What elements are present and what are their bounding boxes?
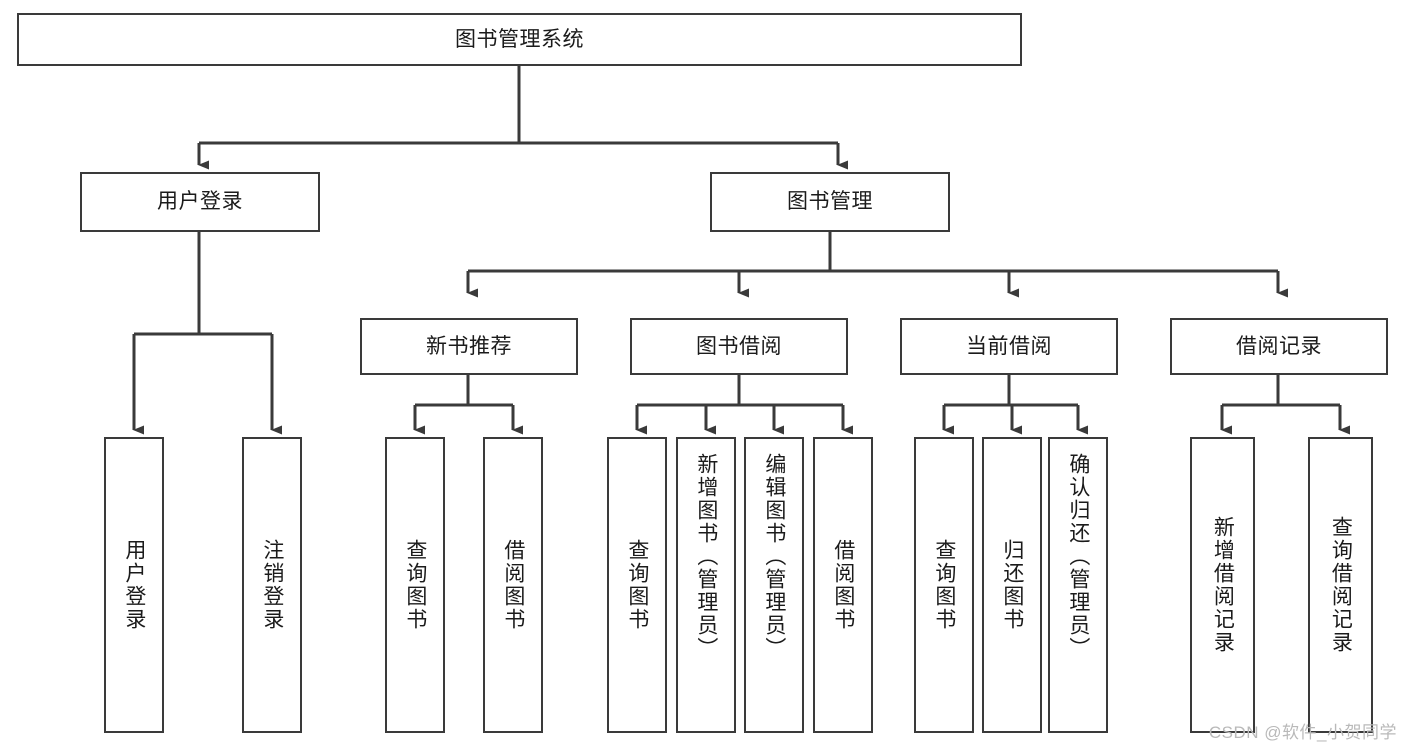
node-label: 查询图书 [403, 539, 427, 631]
node-leaf-edit-book-admin[interactable]: 编辑图书（管理员） [744, 437, 804, 733]
node-leaf-search-borrow-record[interactable]: 查询借阅记录 [1308, 437, 1373, 733]
node-current-borrow[interactable]: 当前借阅 [900, 318, 1118, 375]
node-book-borrow[interactable]: 图书借阅 [630, 318, 848, 375]
node-label: 注销登录 [260, 539, 284, 631]
node-label: 用户登录 [122, 539, 146, 631]
node-label: 借阅图书 [831, 539, 855, 631]
node-new-book-recommend[interactable]: 新书推荐 [360, 318, 578, 375]
node-label: 新书推荐 [426, 334, 512, 358]
node-label: 图书管理系统 [455, 27, 584, 51]
node-leaf-user-login[interactable]: 用户登录 [104, 437, 164, 733]
node-label: 新增借阅记录 [1211, 516, 1235, 654]
node-label: 新增图书（管理员） [694, 453, 718, 660]
node-leaf-search-book-recommend[interactable]: 查询图书 [385, 437, 445, 733]
node-label: 图书管理 [787, 190, 873, 214]
node-label: 用户登录 [157, 190, 243, 214]
node-leaf-add-borrow-record[interactable]: 新增借阅记录 [1190, 437, 1255, 733]
node-label: 借阅记录 [1236, 334, 1322, 358]
node-leaf-logout[interactable]: 注销登录 [242, 437, 302, 733]
node-root-system[interactable]: 图书管理系统 [17, 13, 1022, 66]
node-leaf-borrow-book-recommend[interactable]: 借阅图书 [483, 437, 543, 733]
node-label: 图书借阅 [696, 334, 782, 358]
node-label: 当前借阅 [966, 334, 1052, 358]
node-user-login[interactable]: 用户登录 [80, 172, 320, 232]
node-leaf-confirm-return-admin[interactable]: 确认归还（管理员） [1048, 437, 1108, 733]
node-label: 编辑图书（管理员） [762, 453, 786, 660]
node-label: 查询图书 [625, 539, 649, 631]
node-label: 查询借阅记录 [1329, 516, 1353, 654]
node-borrow-records[interactable]: 借阅记录 [1170, 318, 1388, 375]
node-leaf-search-book-current[interactable]: 查询图书 [914, 437, 974, 733]
node-label: 归还图书 [1000, 539, 1024, 631]
node-leaf-add-book-admin[interactable]: 新增图书（管理员） [676, 437, 736, 733]
node-label: 借阅图书 [501, 539, 525, 631]
node-label: 查询图书 [932, 539, 956, 631]
node-leaf-return-book[interactable]: 归还图书 [982, 437, 1042, 733]
node-leaf-search-book-borrow[interactable]: 查询图书 [607, 437, 667, 733]
node-label: 确认归还（管理员） [1066, 453, 1090, 660]
node-book-management[interactable]: 图书管理 [710, 172, 950, 232]
node-leaf-borrow-book[interactable]: 借阅图书 [813, 437, 873, 733]
